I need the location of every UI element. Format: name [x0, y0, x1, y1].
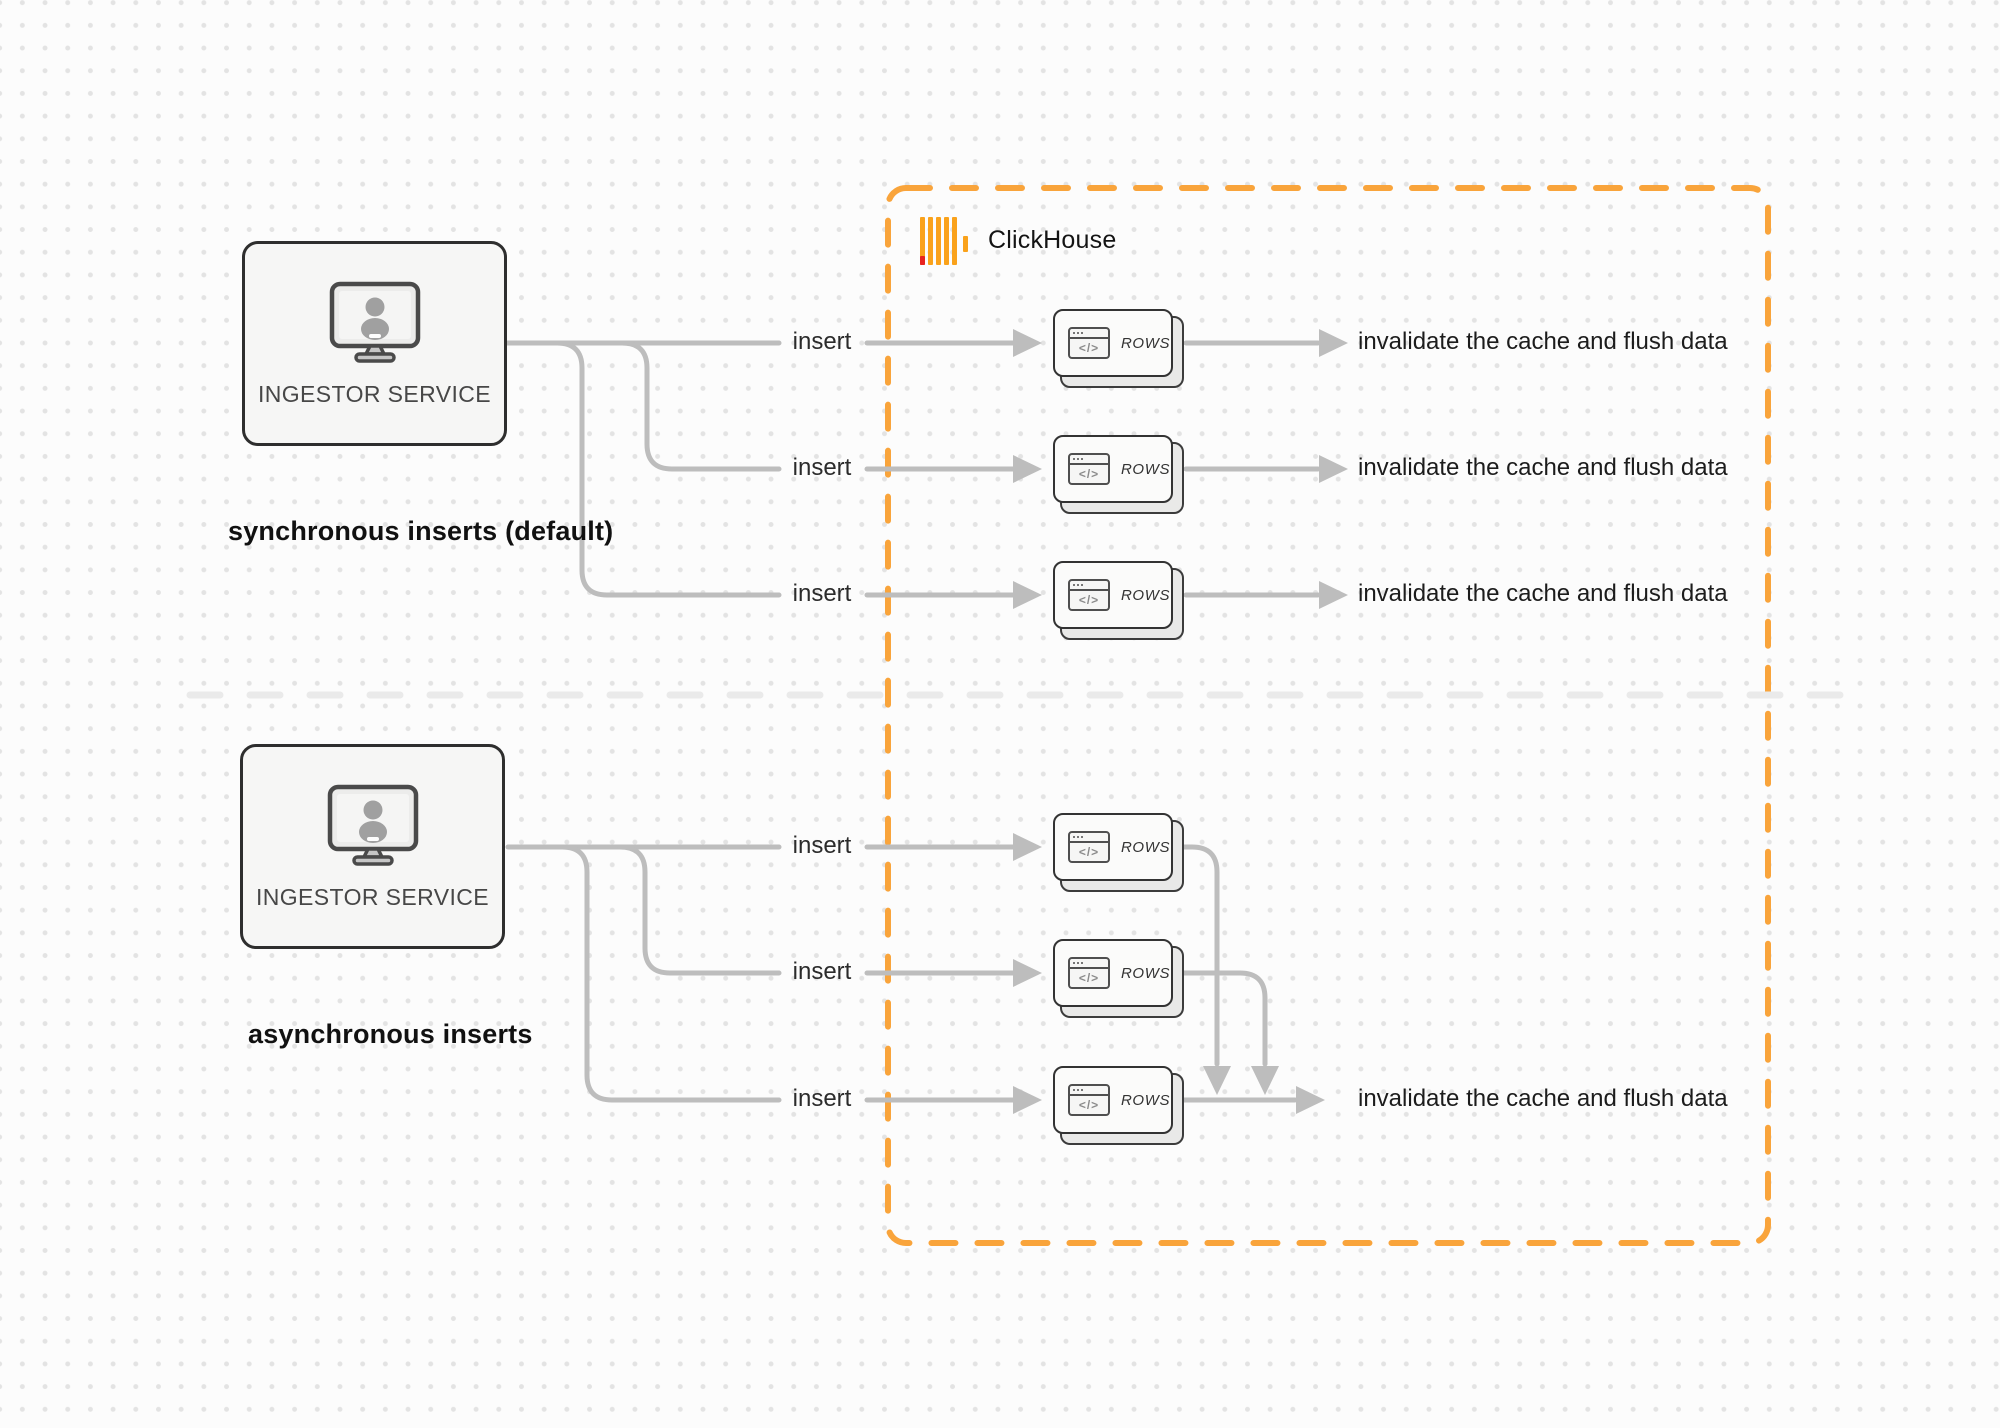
logo-bar: [944, 217, 949, 265]
sync-section-caption: synchronous inserts (default): [228, 516, 614, 546]
rows-block-front: </> ROWS: [1053, 435, 1173, 503]
async-merge-line-2: [1180, 970, 1268, 1067]
rows-block: </> ROWS: [1053, 939, 1184, 1018]
insert-label: insert: [792, 958, 852, 985]
rows-block: </> ROWS: [1053, 561, 1184, 640]
arrowhead-down-icon: [1203, 1066, 1231, 1095]
arrowhead-icon: [1013, 581, 1042, 609]
code-window-icon: </>: [1068, 327, 1110, 359]
logo-red-accent: [920, 256, 925, 265]
arrowhead-icon: [1013, 455, 1042, 483]
async-branch-row2: [617, 844, 782, 976]
arrowhead-icon: [1013, 833, 1042, 861]
rows-block-front: </> ROWS: [1053, 813, 1173, 881]
rows-label: ROWS: [1121, 586, 1171, 604]
arrowhead-icon: [1319, 329, 1348, 357]
arrowhead-icon: [1319, 455, 1348, 483]
rows-block-front: </> ROWS: [1053, 939, 1173, 1007]
rows-label: ROWS: [1121, 964, 1171, 982]
rows-block: </> ROWS: [1053, 309, 1184, 388]
logo-bar-short: [963, 236, 968, 252]
rows-block-front: </> ROWS: [1053, 561, 1173, 629]
rows-label: ROWS: [1121, 1091, 1171, 1109]
insert-label: insert: [792, 1085, 852, 1112]
insert-label: insert: [792, 328, 852, 355]
clickhouse-logo-icon: ClickHouse: [920, 217, 1116, 265]
rows-block: </> ROWS: [1053, 813, 1184, 892]
rows-block-front: </> ROWS: [1053, 1066, 1173, 1134]
code-window-icon: </>: [1068, 453, 1110, 485]
logo-bar: [952, 217, 957, 265]
result-label: invalidate the cache and flush data: [1358, 328, 1728, 355]
workstation-user-icon: [329, 281, 420, 363]
logo-bar: [936, 217, 941, 265]
arrowhead-icon: [1013, 959, 1042, 987]
result-label: invalidate the cache and flush data: [1358, 454, 1728, 481]
ingestor-service-box-async: INGESTOR SERVICE: [240, 744, 505, 949]
insert-label: insert: [792, 580, 852, 607]
result-label: invalidate the cache and flush data: [1358, 580, 1728, 607]
sync-branch-row3: [554, 340, 782, 598]
ingestor-service-label: INGESTOR SERVICE: [257, 381, 492, 407]
rows-block: </> ROWS: [1053, 435, 1184, 514]
result-label: invalidate the cache and flush data: [1358, 1085, 1728, 1112]
sync-branch-row2: [619, 340, 782, 472]
ingestor-service-label: INGESTOR SERVICE: [255, 884, 490, 910]
arrowhead-icon: [1013, 1086, 1042, 1114]
arrowhead-icon: [1013, 329, 1042, 357]
async-branch-row3: [559, 844, 782, 1103]
code-window-icon: </>: [1068, 579, 1110, 611]
rows-label: ROWS: [1121, 334, 1171, 352]
async-section-caption: asynchronous inserts: [248, 1019, 533, 1049]
code-window-icon: </>: [1068, 957, 1110, 989]
rows-label: ROWS: [1121, 838, 1171, 856]
rows-label: ROWS: [1121, 460, 1171, 478]
rows-block-front: </> ROWS: [1053, 309, 1173, 377]
code-window-icon: </>: [1068, 1084, 1110, 1116]
rows-block: </> ROWS: [1053, 1066, 1184, 1145]
async-merge-line-1: [1180, 844, 1220, 1067]
code-window-icon: </>: [1068, 831, 1110, 863]
arrowhead-icon: [1296, 1086, 1325, 1114]
insert-label: insert: [792, 454, 852, 481]
arrowhead-icon: [1319, 581, 1348, 609]
ingestor-service-box-sync: INGESTOR SERVICE: [242, 241, 507, 446]
insert-label: insert: [792, 832, 852, 859]
arrowhead-down-icon: [1251, 1066, 1279, 1095]
logo-bar: [928, 217, 933, 265]
sync-connectors: [502, 340, 1321, 598]
clickhouse-wordmark: ClickHouse: [988, 226, 1117, 254]
workstation-user-icon: [327, 784, 418, 866]
